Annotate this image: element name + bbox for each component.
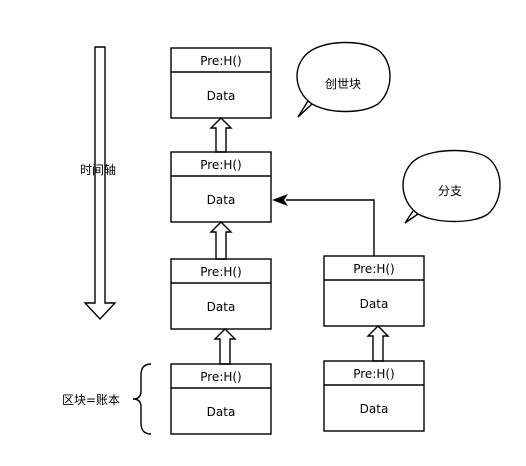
chain-link-arrow: [209, 221, 233, 260]
genesis-callout-label: 创世块: [325, 77, 361, 91]
block-data-label: Data: [360, 297, 389, 311]
fork-callout-label: 分支: [438, 184, 462, 198]
chain-link-arrow: [213, 328, 237, 365]
block-header-label: Pre:H(): [353, 367, 395, 381]
genesis-callout-bubble: [296, 41, 391, 118]
block-genesis: Pre:H() Data: [170, 47, 272, 119]
ledger-brace: [132, 363, 152, 435]
block-data-label: Data: [207, 405, 236, 419]
block-2: Pre:H() Data: [170, 151, 272, 223]
block-header-label: Pre:H(): [200, 158, 242, 172]
block-header-label: Pre:H(): [200, 265, 242, 279]
fork-connector-line: [286, 199, 375, 256]
block-fork-1: Pre:H() Data: [323, 255, 425, 327]
block-3: Pre:H() Data: [170, 258, 272, 330]
block-data-label: Data: [207, 89, 236, 103]
block-4: Pre:H() Data: [170, 363, 272, 435]
block-header-label: Pre:H(): [353, 262, 395, 276]
block-data-label: Data: [207, 193, 236, 207]
timeline-arrow: [83, 46, 117, 321]
block-fork-2: Pre:H() Data: [323, 360, 425, 432]
block-data-label: Data: [207, 300, 236, 314]
fork-callout-bubble: [402, 149, 501, 224]
timeline-label: 时间轴: [80, 162, 116, 177]
ledger-note-label: 区块=账本: [62, 393, 120, 407]
chain-link-arrow: [209, 117, 233, 153]
fork-connector-arrowhead: [272, 194, 288, 206]
block-header-label: Pre:H(): [200, 54, 242, 68]
fork-link-arrow: [366, 325, 390, 362]
block-data-label: Data: [360, 402, 389, 416]
block-header-label: Pre:H(): [200, 370, 242, 384]
